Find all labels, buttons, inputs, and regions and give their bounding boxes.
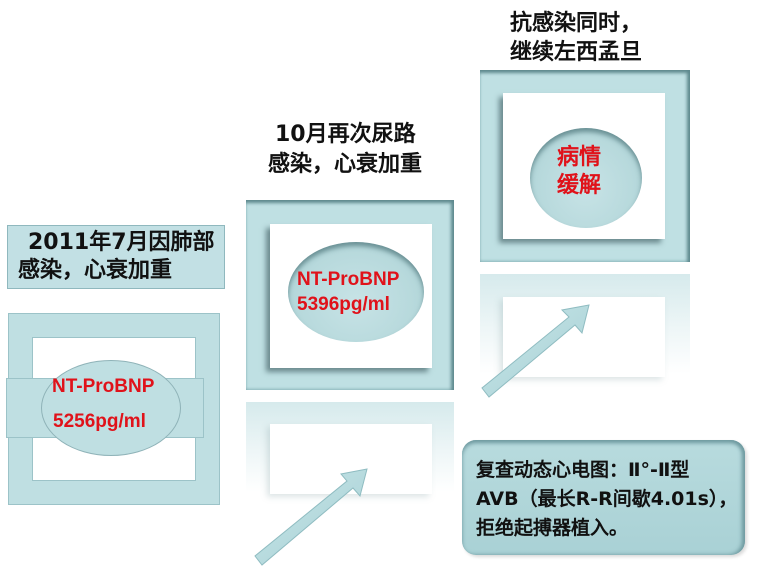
note-line-3: 拒绝起搏器植入。	[476, 517, 629, 539]
stage-1-title-line-1: 2011年7月因肺部	[28, 230, 215, 255]
stage-1-title-line-2: 感染，心衰加重	[18, 258, 173, 283]
stage-1-ellipse	[41, 360, 181, 456]
stage-3-title-line-1: 抗感染同时，	[510, 11, 643, 36]
stage-1-marker-value: 5256pg/ml	[53, 411, 146, 432]
stage-3-ellipse	[530, 128, 642, 228]
stage-3-title-line-2: 继续左西孟旦	[510, 40, 643, 65]
stage-2-ellipse	[288, 242, 424, 342]
stage-1-marker-name: NT-ProBNP	[52, 376, 155, 397]
stage-2-title-line-2: 感染，心衰加重	[268, 152, 423, 177]
stage-1-title-box: 2011年7月因肺部 感染，心衰加重	[7, 225, 225, 289]
stage-3-status-line-2: 缓解	[557, 173, 602, 198]
arrow-up-right-icon	[254, 468, 368, 566]
stage-2-title-line-1: 10月再次尿路	[275, 122, 416, 147]
note-line-2: AVB（最长R-R间歇4.01s），	[476, 488, 738, 510]
stage-3-status-line-1: 病情	[557, 145, 602, 170]
arrow-up-right-icon	[481, 304, 590, 398]
stage-2-marker-value: 5396pg/ml	[297, 294, 390, 315]
note-line-1: 复查动态心电图：Ⅱ°-Ⅱ型	[476, 459, 690, 481]
ecg-note-box: 复查动态心电图：Ⅱ°-Ⅱ型 AVB（最长R-R间歇4.01s）， 拒绝起搏器植入…	[462, 440, 745, 555]
stage-2-marker-name: NT-ProBNP	[297, 269, 400, 290]
